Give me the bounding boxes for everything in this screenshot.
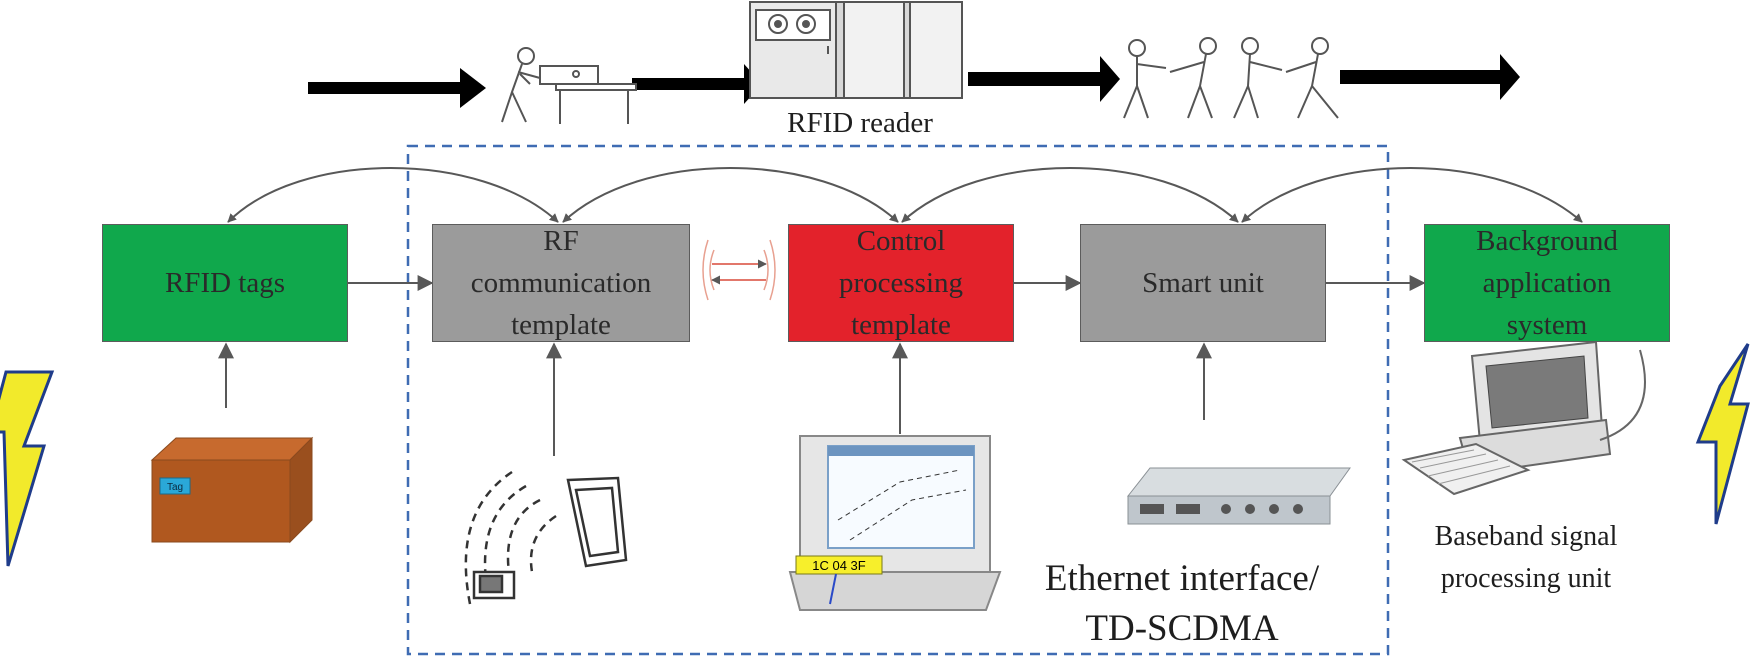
rf-communication-template-box: RF communication template <box>432 224 690 342</box>
screen-code-label: 1C 04 3F <box>812 558 866 573</box>
smart-unit-box: Smart unit <box>1080 224 1326 342</box>
people-chain-icon <box>1123 37 1339 119</box>
lightning-bolt-icon <box>0 370 55 567</box>
box-with-tag-icon: Tag <box>150 436 314 544</box>
rfid-antenna-icon <box>464 470 628 605</box>
baseband-signal-processing-label: Baseband signal processing unit <box>1434 521 1618 594</box>
tag-sticker-label: Tag <box>167 482 183 493</box>
dashed-boundary <box>406 144 1390 656</box>
rfid-reader-machine-icon <box>749 1 963 99</box>
network-router-icon <box>1126 467 1351 525</box>
lightning-bolt-icon <box>1695 343 1750 525</box>
background-application-system-box: Background application system <box>1424 224 1670 342</box>
curved-arrows <box>227 167 1583 223</box>
control-processing-template-box: Control processing template <box>788 224 1014 342</box>
desktop-computer-icon <box>1401 340 1646 496</box>
vertical-arrows <box>218 342 1212 456</box>
warehouse-worker-icon <box>501 47 637 124</box>
rfid-reader-caption: RFID reader <box>787 107 933 139</box>
ethernet-interface-label: Ethernet interface/ TD-SCDMA <box>1044 558 1320 649</box>
laptop-icon: 1C 04 3F <box>788 435 1002 611</box>
rfid-tags-box: RFID tags <box>102 224 348 342</box>
wireless-link-icon <box>702 239 776 301</box>
